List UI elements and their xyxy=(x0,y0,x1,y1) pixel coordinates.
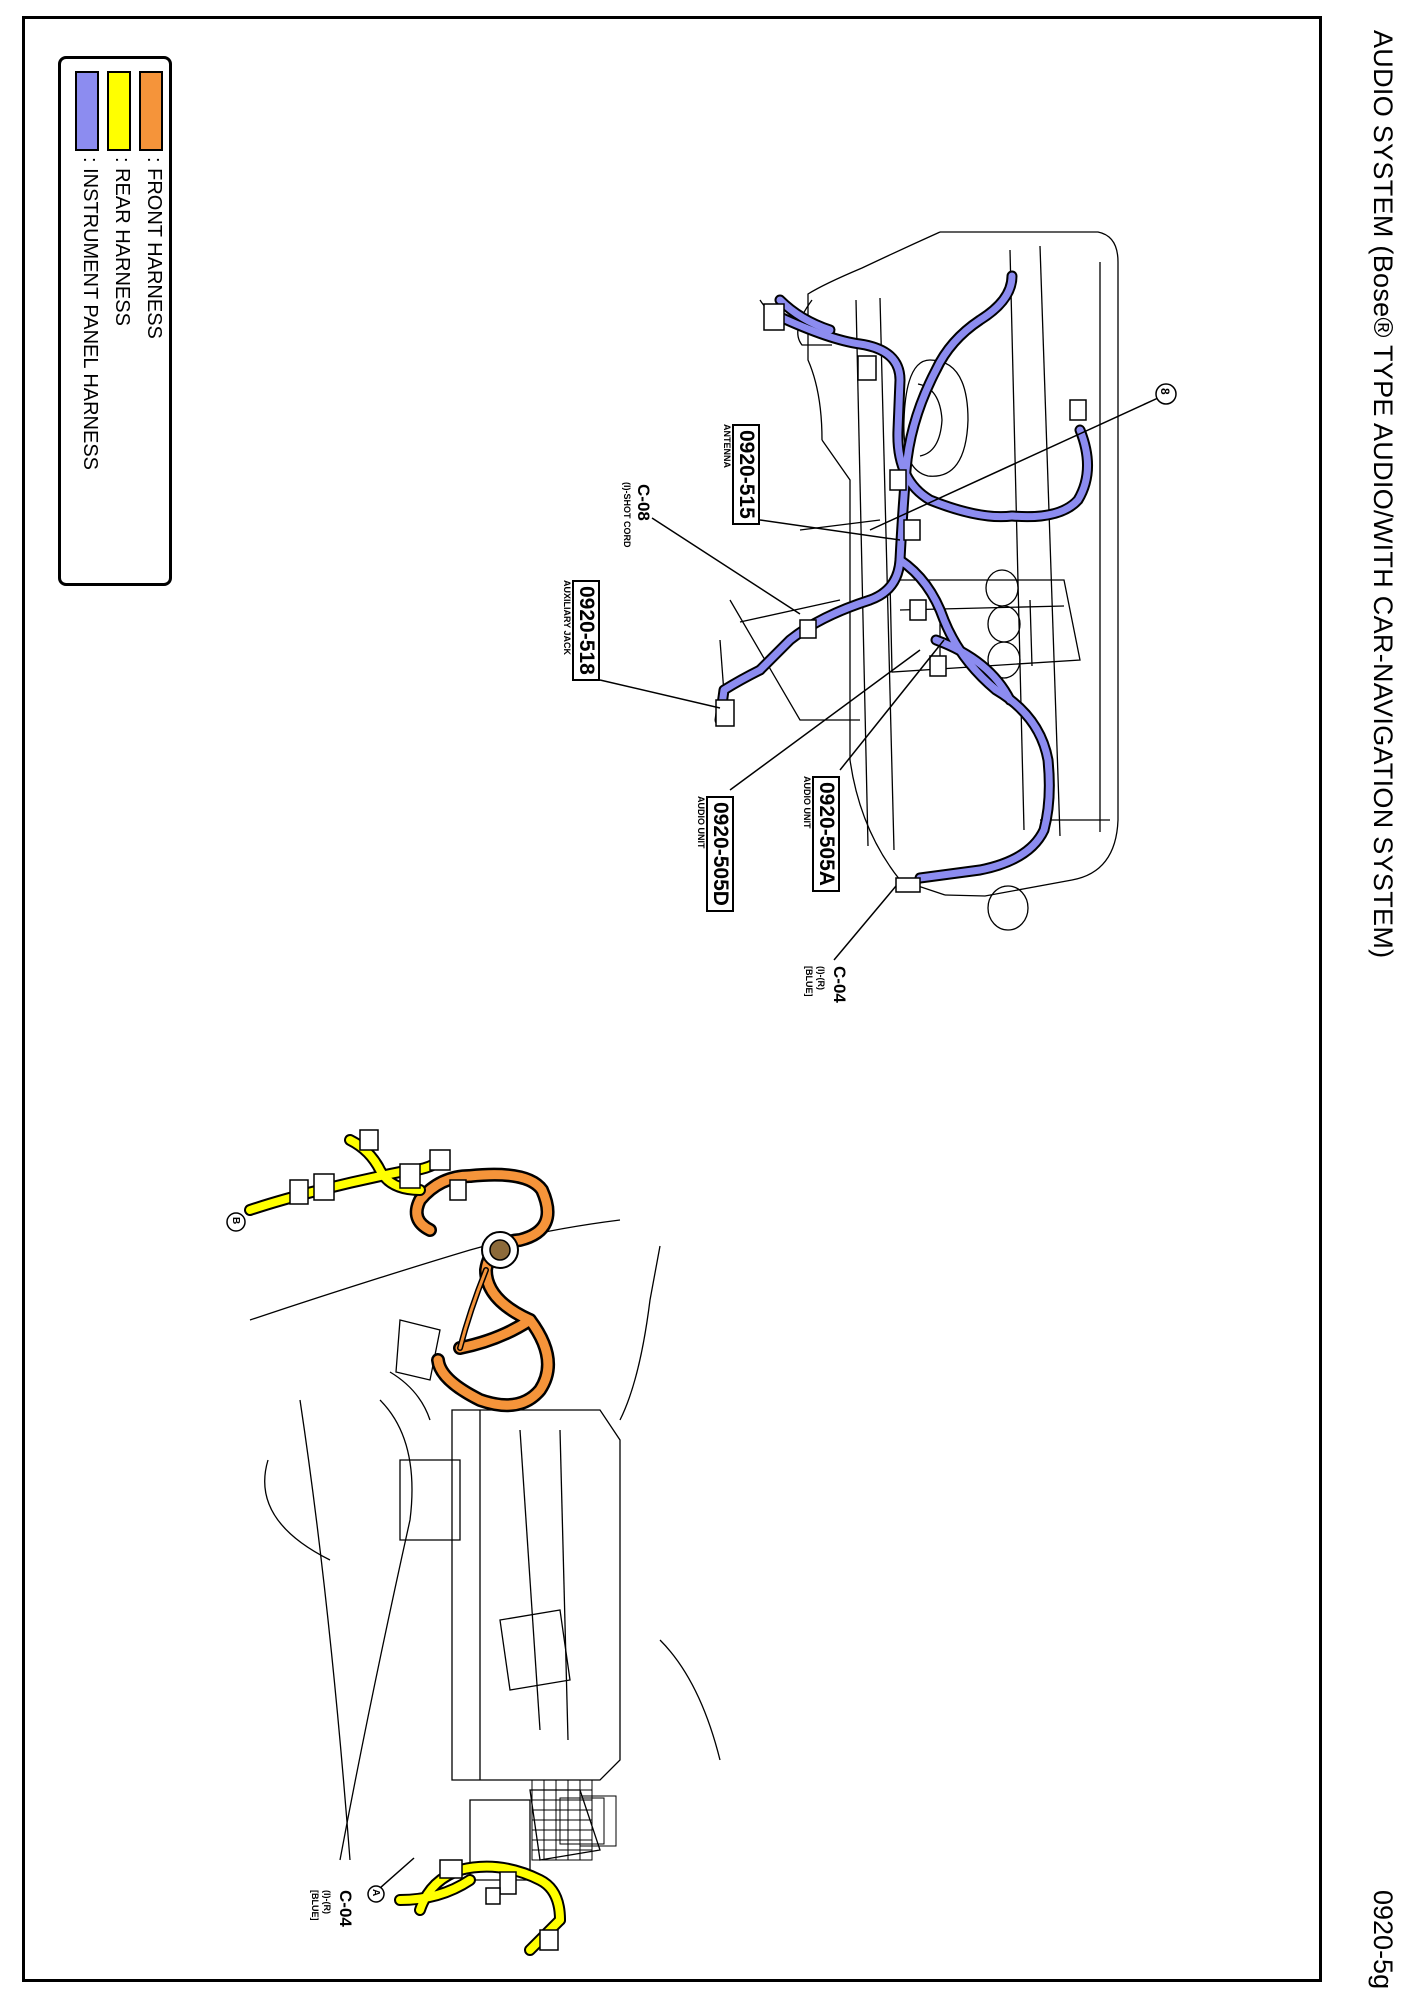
page-border xyxy=(22,16,1322,1982)
c04-top-line3: [BLUE] xyxy=(804,966,814,997)
rear-harness-swatch xyxy=(107,71,131,151)
marker-b xyxy=(226,1212,246,1232)
vehicle-body-outline xyxy=(249,1219,721,1881)
antenna-code: 0920-515 xyxy=(732,424,760,525)
connector-blocks xyxy=(715,303,1087,893)
front-harness xyxy=(409,1167,555,1413)
rear-harness-connectors xyxy=(289,1129,559,1951)
marker-8-text: 8 xyxy=(1158,388,1172,395)
leader-lines xyxy=(379,397,1159,1889)
instrument-panel-harness xyxy=(714,270,1094,884)
audio-unit-a-desc: AUDIO UNIT xyxy=(802,776,812,829)
marker-8 xyxy=(1155,383,1177,405)
front-harness-swatch xyxy=(139,71,163,151)
vent-grille xyxy=(531,1779,617,1861)
antenna-desc: ANTENNA xyxy=(722,424,732,468)
aux-jack-desc: AUXILIARY JACK xyxy=(562,580,572,656)
c04-bottom-code: C-04 xyxy=(336,1890,355,1927)
c04-bottom-line2: (I)-(R) xyxy=(322,1890,332,1914)
instrument-panel-outline xyxy=(719,231,1119,931)
marker-b-text: B xyxy=(230,1217,241,1225)
marker-a-text: A xyxy=(370,1889,381,1897)
audio-unit-d-desc: AUDIO UNIT xyxy=(696,796,706,849)
c04-top-line2: (I)-(R) xyxy=(816,966,826,990)
c04-top-code: C-04 xyxy=(830,966,849,1003)
harness-legend: : FRONT HARNESS : REAR HARNESS : INSTRUM… xyxy=(58,56,172,586)
c04-bottom-line3: [BLUE] xyxy=(310,1890,320,1921)
marker-a xyxy=(367,1885,385,1903)
audio-unit-a-code: 0920-505A xyxy=(812,776,840,892)
c08-desc: (I)-SHOT CORD xyxy=(622,482,632,548)
aux-jack-code: 0920-518 xyxy=(572,580,600,681)
instrument-panel-harness-swatch xyxy=(75,71,99,151)
front-harness-grommet xyxy=(481,1231,519,1269)
audio-unit-d-code: 0920-505D xyxy=(706,796,734,912)
c08-code: C-08 xyxy=(634,484,653,521)
